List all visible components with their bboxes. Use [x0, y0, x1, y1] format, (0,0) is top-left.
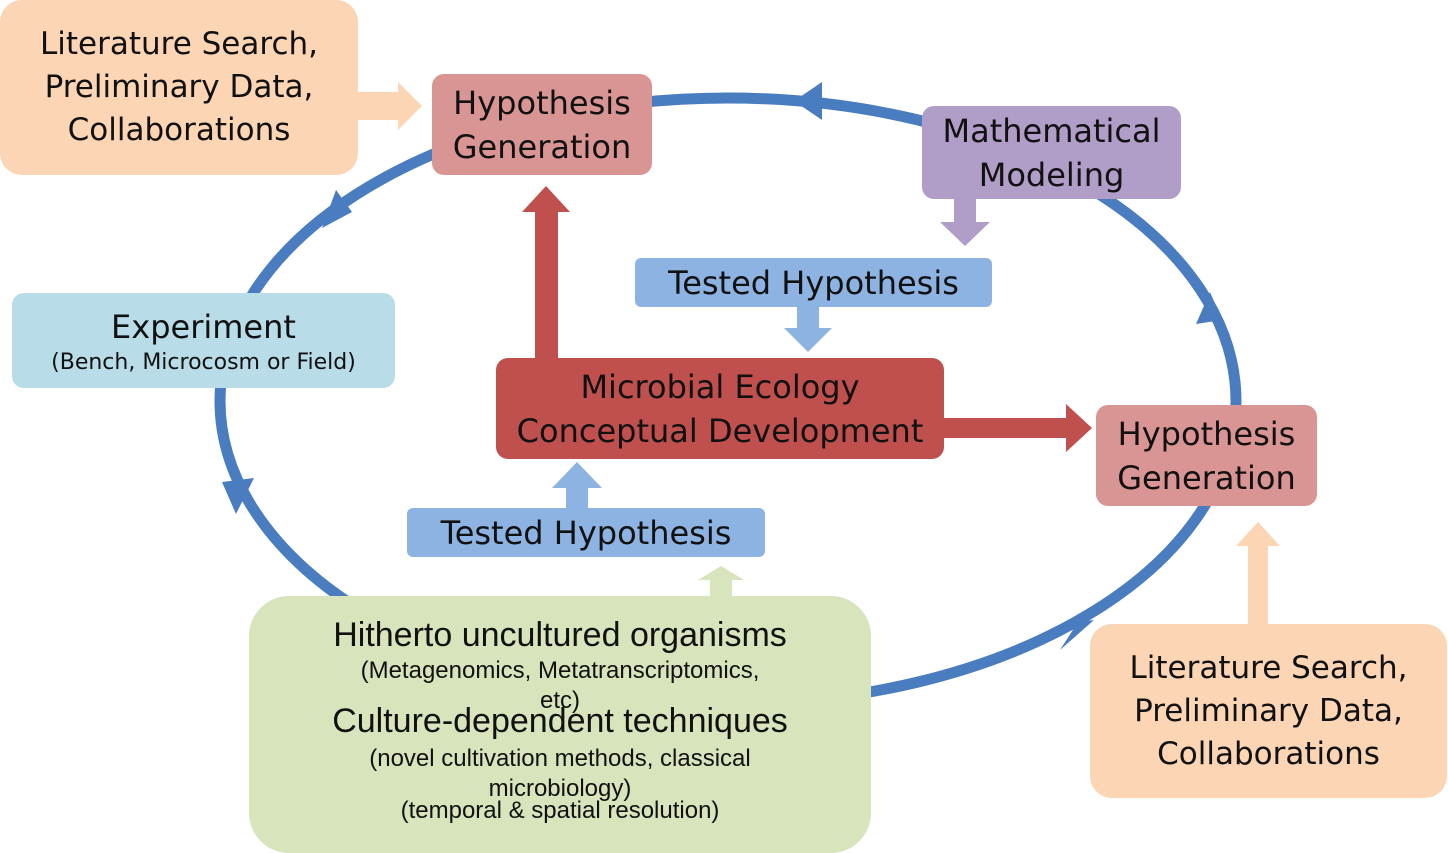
arrow-center-to-hyp-top	[522, 186, 570, 358]
organisms-sub-3: (novel cultivation methods, classical	[369, 745, 751, 772]
organisms-sub-1: (Metagenomics, Metatranscriptomics,	[360, 657, 760, 684]
tested-top-label: Tested Hypothesis	[668, 263, 959, 302]
tested-hypothesis-bottom: Tested Hypothesis	[407, 508, 765, 557]
arrow-tested-to-center-bottom	[552, 462, 602, 510]
arrow-organisms-to-tested	[698, 566, 744, 598]
literature-box-right: Literature Search, Preliminary Data, Col…	[1090, 624, 1447, 798]
experiment-subtitle: (Bench, Microcosm or Field)	[51, 349, 356, 375]
math-line-1: Mathematical	[942, 111, 1161, 150]
literature-line-1: Literature Search,	[39, 26, 318, 62]
hypothesis-right-line-2: Generation	[1117, 458, 1296, 497]
hypothesis-generation-top: Hypothesis Generation	[432, 74, 652, 175]
cycle-arrowhead-upper-right	[1196, 292, 1222, 324]
organisms-sub-4: microbiology)	[488, 775, 632, 802]
arrow-lit-to-hyp-right	[1236, 522, 1280, 628]
tested-hypothesis-top: Tested Hypothesis	[635, 258, 992, 307]
arrow-center-to-hyp-right	[944, 404, 1092, 452]
literature-line-3: Collaborations	[67, 112, 291, 148]
center-line-2: Conceptual Development	[516, 411, 924, 450]
literature-right-line-1: Literature Search,	[1129, 649, 1408, 686]
hypothesis-top-line-1: Hypothesis	[453, 83, 631, 122]
organisms-sub-5: (temporal & spatial resolution)	[400, 797, 720, 824]
math-line-2: Modeling	[978, 155, 1125, 194]
literature-line-2: Preliminary Data,	[44, 69, 314, 105]
cycle-arrowhead-lower-left	[222, 478, 254, 514]
cycle-arrowhead-upper-left	[322, 190, 352, 228]
cycle-arrowhead-lower-right	[1060, 620, 1094, 650]
experiment-title: Experiment	[111, 307, 296, 346]
cycle-arrowhead-top	[794, 82, 822, 120]
hypothesis-generation-right: Hypothesis Generation	[1096, 405, 1317, 506]
conceptual-development-box: Microbial Ecology Conceptual Development	[496, 358, 944, 459]
arrow-lit-to-hyp-top	[358, 82, 422, 130]
literature-box-top: Literature Search, Preliminary Data, Col…	[0, 0, 358, 175]
arrow-tested-to-center-top	[784, 306, 832, 352]
mathematical-modeling-box: Mathematical Modeling	[922, 106, 1181, 199]
arrow-math-to-tested	[940, 198, 990, 246]
organisms-heading-1: Hitherto uncultured organisms	[333, 616, 787, 654]
hypothesis-right-line-1: Hypothesis	[1117, 414, 1296, 453]
center-line-1: Microbial Ecology	[580, 367, 860, 406]
organisms-heading-2: Culture-dependent techniques	[332, 702, 788, 740]
tested-bottom-label: Tested Hypothesis	[440, 513, 732, 552]
hypothesis-top-line-2: Generation	[452, 127, 632, 166]
literature-right-line-3: Collaborations	[1157, 735, 1380, 772]
organisms-techniques-box: Hitherto uncultured organisms (Metagenom…	[249, 596, 871, 853]
experiment-box: Experiment (Bench, Microcosm or Field)	[12, 293, 395, 388]
literature-right-line-2: Preliminary Data,	[1134, 692, 1403, 729]
